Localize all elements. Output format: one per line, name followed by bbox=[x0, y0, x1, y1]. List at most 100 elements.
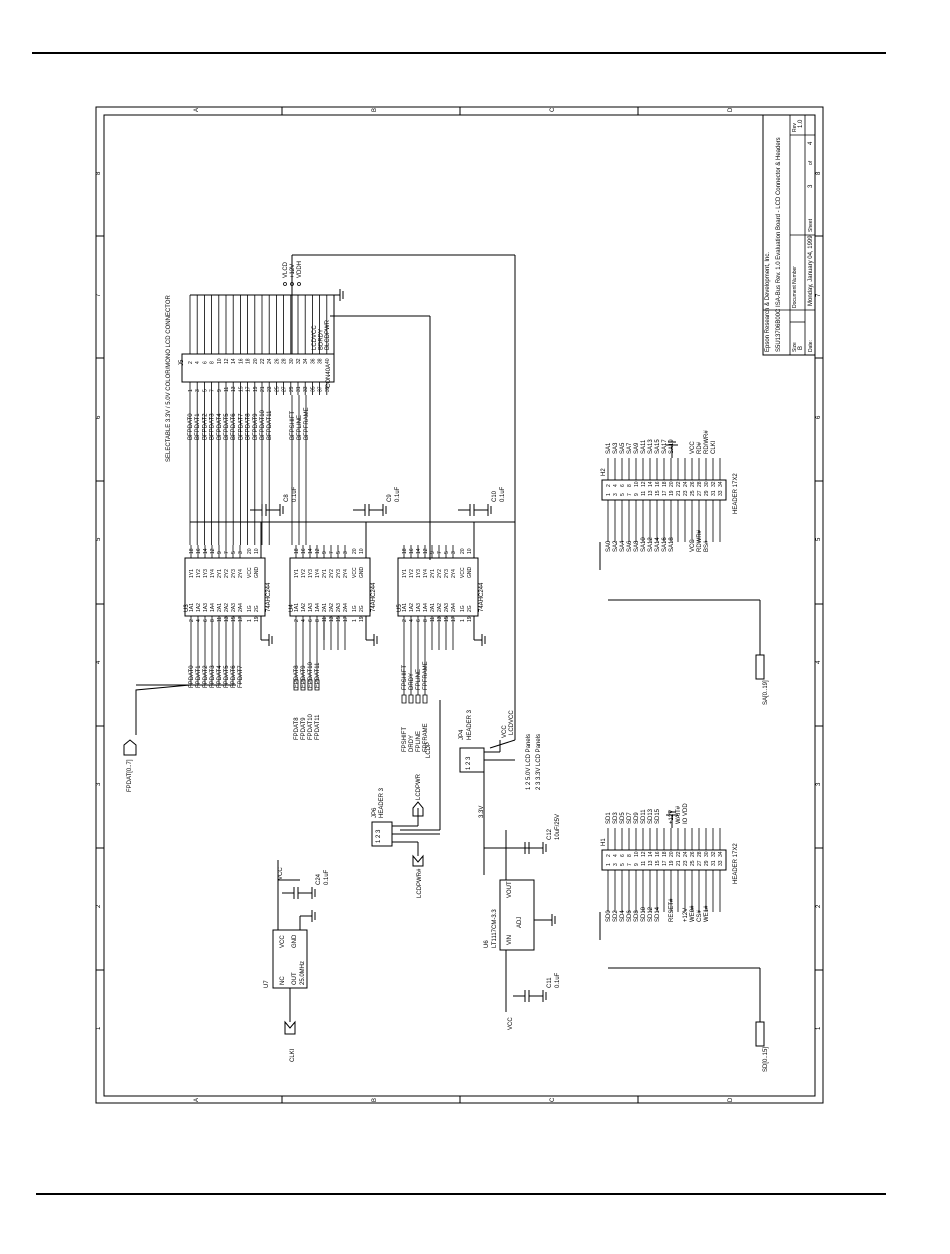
j5-pin-7: 7 bbox=[210, 389, 216, 392]
fpdat-8-11-labels: FPDAT8FPDAT8FPDAT9FPDAT9FPDAT10FPDAT10FP… bbox=[293, 650, 321, 740]
j5-pin-8: 8 bbox=[210, 361, 216, 364]
h2-pin-25: 25 bbox=[690, 490, 696, 496]
u7-out: OUT bbox=[292, 972, 298, 985]
c8-ref: C8 bbox=[284, 494, 290, 502]
h1-pin-1: 1 bbox=[606, 863, 612, 866]
u5-out-1Y1: 1Y1 bbox=[402, 569, 408, 578]
zone-row-right-8: 8 bbox=[816, 171, 822, 175]
u5-outpin-7: 7 bbox=[437, 551, 443, 554]
bus-FPSHIFT: FPSHIFT bbox=[402, 727, 408, 752]
h1-sig-SD3: SD3 bbox=[613, 812, 619, 824]
h1-pin-8: 8 bbox=[627, 854, 633, 857]
h2-pin-15: 15 bbox=[655, 490, 661, 496]
size-label: Size bbox=[792, 342, 798, 352]
h2-pin-7: 7 bbox=[627, 493, 633, 496]
of-label: of bbox=[808, 160, 814, 165]
h1-pin-17: 17 bbox=[662, 860, 668, 866]
u4-in-2A4: 2A4 bbox=[343, 603, 349, 612]
u3-outpin-18: 18 bbox=[189, 548, 195, 554]
j5-pin-27: 27 bbox=[282, 386, 288, 392]
u3-2g-pin: 19 bbox=[254, 616, 260, 622]
j5-pin-11: 11 bbox=[224, 387, 230, 392]
h2-sig-SA11: SA11 bbox=[641, 439, 647, 454]
title-block: Epson Research & Development, Inc. S5U13… bbox=[762, 114, 816, 356]
zone-row-left-6: 6 bbox=[96, 415, 102, 419]
rev-value: 1.0 bbox=[798, 119, 804, 128]
u5-inpin-11: 11 bbox=[430, 617, 436, 622]
h2-pin-22: 22 bbox=[676, 481, 682, 487]
c9-value: 0.1uF bbox=[395, 486, 401, 502]
u3-input-FPDAT3: FPDAT3 bbox=[210, 665, 216, 688]
sa-bus-label: SA[0..19] bbox=[763, 680, 769, 705]
bus-lines bbox=[135, 254, 516, 831]
c10-value: 0.1uF bbox=[500, 486, 506, 502]
zone-row-right-4: 4 bbox=[816, 660, 822, 664]
u3-outpin-14: 14 bbox=[203, 548, 209, 554]
c11-ref: C11 bbox=[547, 977, 553, 988]
zone-row-right-7: 7 bbox=[816, 293, 822, 297]
h1-pin-16: 16 bbox=[655, 851, 661, 857]
bus-FPDAT11: FPDAT11 bbox=[315, 714, 321, 740]
u4-out-1Y2: 1Y2 bbox=[301, 569, 307, 578]
h1-sig-SD7: SD7 bbox=[627, 812, 633, 824]
u4-input-FPDAT9: FPDAT9 bbox=[301, 665, 307, 688]
j5-pin-25: 25 bbox=[274, 386, 280, 392]
j5-pin-13: 13 bbox=[231, 386, 237, 392]
sheet-number: 3 bbox=[808, 184, 814, 188]
u3-1g: 1G bbox=[247, 605, 253, 612]
j5-pin-2: 2 bbox=[188, 361, 194, 364]
regulator-u6: U6 LT1117CM-3.3 VIN VOUT ADJ VCC 3.3V bbox=[479, 806, 556, 1030]
u3-inpin-6: 6 bbox=[203, 619, 209, 622]
u3-vcc-pin: 20 bbox=[247, 548, 253, 554]
j5-pin-23: 23 bbox=[267, 386, 273, 392]
u4-in-2A1: 2A1 bbox=[322, 603, 328, 612]
sd-bus-label: SD[0..15] bbox=[763, 1047, 769, 1072]
h1-pin-34: 34 bbox=[718, 851, 724, 857]
u5-out-1Y2: 1Y2 bbox=[409, 569, 415, 578]
u5-out-2Y3: 2Y3 bbox=[444, 569, 450, 578]
h1-sig-WE1#: WE1# bbox=[704, 905, 710, 922]
u4-out-2Y1: 2Y1 bbox=[322, 569, 328, 578]
u4-1g-pin: 1 bbox=[352, 619, 358, 622]
u4-in-2A3: 2A3 bbox=[336, 603, 342, 612]
u5-2g-pin: 19 bbox=[467, 616, 473, 622]
u3-input-FPDAT0: FPDAT0 bbox=[189, 665, 195, 688]
u5-outpin-18: 18 bbox=[402, 548, 408, 554]
jumper-jp4: 1 2 3 JP4 HEADER 3 VCC 1 2 5.0V LCD Pane… bbox=[459, 709, 542, 875]
u5-inpin-8: 8 bbox=[423, 619, 429, 622]
h2-pin-31: 31 bbox=[711, 490, 717, 496]
h1-pin-14: 14 bbox=[648, 851, 654, 857]
zone-row-left-2: 2 bbox=[96, 904, 102, 908]
jp4-note-2: 2 3 3.3V LCD Panels bbox=[536, 734, 542, 790]
zone-row-left-4: 4 bbox=[96, 660, 102, 664]
h1-sig-CS#: CS# bbox=[697, 910, 703, 922]
h2-sig-SA10: SA10 bbox=[641, 537, 647, 552]
h2-sig-SA17: SA17 bbox=[662, 439, 668, 454]
u3-out-2Y3: 2Y3 bbox=[231, 569, 237, 578]
u5-outpin-5: 5 bbox=[444, 551, 450, 554]
c12-value: 10uF/25V bbox=[555, 814, 561, 840]
u3-in-2A3: 2A3 bbox=[231, 603, 237, 612]
h2-pin-28: 28 bbox=[697, 481, 703, 487]
u4-gnd-pin: 10 bbox=[359, 548, 365, 554]
h2-ref: H2 bbox=[601, 468, 607, 476]
u3-inpin-17: 17 bbox=[238, 616, 244, 622]
h2-sig-SA3: SA3 bbox=[613, 442, 619, 454]
zone-row-right-5: 5 bbox=[816, 537, 822, 541]
u4-in-2A2: 2A2 bbox=[329, 603, 335, 612]
h1-pin-25: 25 bbox=[690, 860, 696, 866]
connector-part: CON40A bbox=[326, 364, 332, 388]
h2-sig-SA15: SA15 bbox=[655, 439, 661, 454]
u3-in-2A1: 2A1 bbox=[217, 603, 223, 612]
h2-pin-3: 3 bbox=[613, 493, 619, 496]
u6-vin: VIN bbox=[507, 935, 513, 945]
u3-outpin-5: 5 bbox=[231, 551, 237, 554]
sd-bus: SD[0..15] bbox=[608, 967, 769, 1072]
lcdpwr-label: LCDPWR bbox=[416, 773, 422, 800]
u3-input-FPDAT7: FPDAT7 bbox=[238, 665, 244, 688]
